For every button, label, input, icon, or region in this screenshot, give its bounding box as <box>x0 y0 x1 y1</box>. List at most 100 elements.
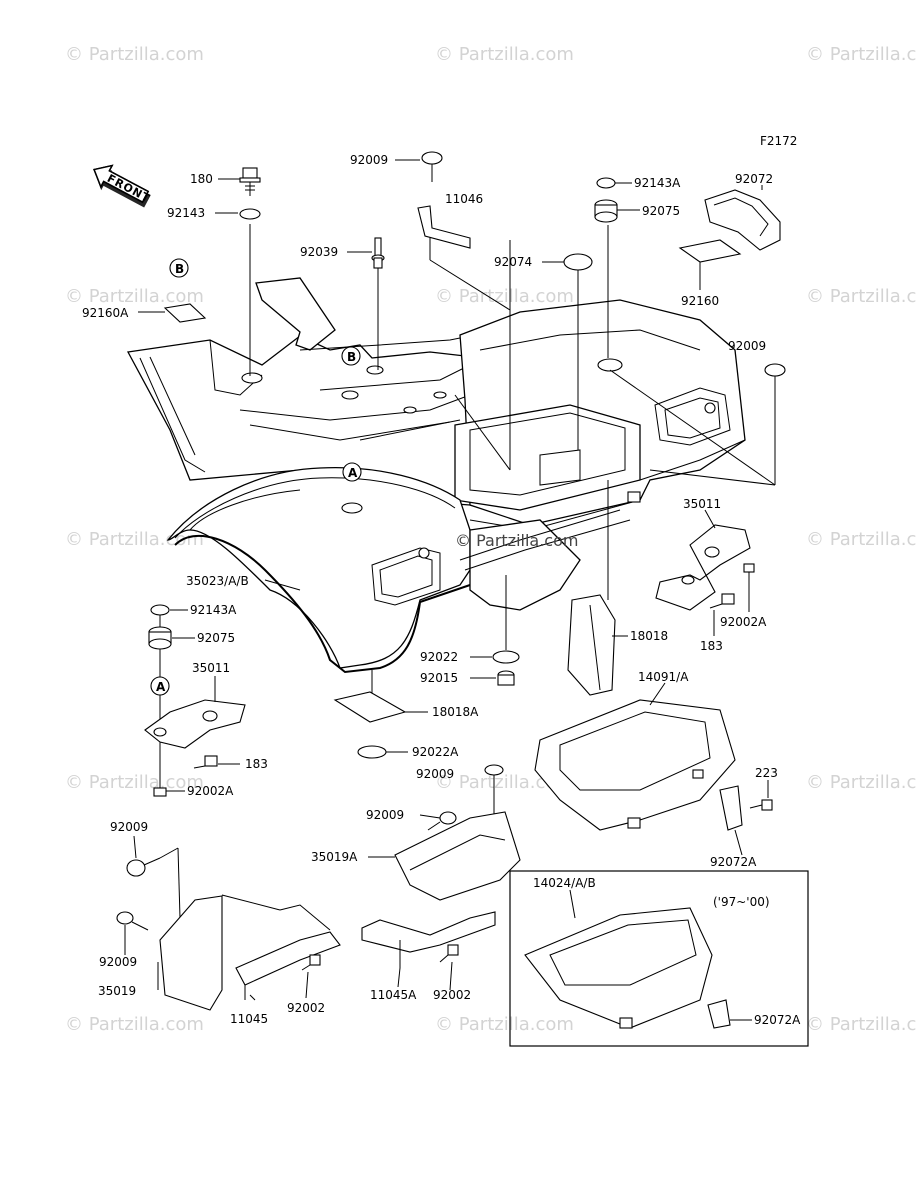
watermark: © Partzilla.com <box>435 1014 574 1035</box>
part-label-14024: 14024/A/B <box>533 876 596 890</box>
part-number-labels: 180 92143 92160A 92009 11046 92039 92143… <box>82 153 801 1027</box>
part-label-92072a-right: 92072A <box>710 855 757 869</box>
bolt-92009-top <box>421 151 443 182</box>
bolt-183-left <box>193 755 218 769</box>
svg-text:A: A <box>348 466 358 480</box>
watermark: © Partzilla.com <box>435 44 574 65</box>
watermark-center: © Partzilla.com <box>455 531 578 550</box>
bolt-92002a-left <box>153 770 167 797</box>
bracket-11045a <box>361 911 496 968</box>
figure-code: F2172 <box>760 134 797 148</box>
watermark: © Partzilla.com <box>435 286 574 307</box>
watermark-layer: © Partzilla.com © Partzilla.com © Partzi… <box>65 44 916 1035</box>
model-note: ('97~'00) <box>713 895 770 909</box>
screw-223 <box>749 799 773 811</box>
part-label-92160a: 92160A <box>82 306 129 320</box>
flap-35019a <box>394 811 521 901</box>
watermark: © Partzilla.com <box>65 772 204 793</box>
part-label-92022: 92022 <box>420 650 458 664</box>
part-label-18018: 18018 <box>630 629 668 643</box>
watermark: © Partzilla.com <box>806 286 916 307</box>
part-label-183-left: 183 <box>245 757 268 771</box>
watermark: © Partzilla.com <box>806 772 916 793</box>
grommet-92143a-top <box>596 177 616 189</box>
toolbox-cover-14091 <box>534 699 736 831</box>
grommet-92075-left <box>148 626 172 650</box>
bracket-18018 <box>567 594 616 696</box>
part-label-92022a: 92022A <box>412 745 459 759</box>
grommet-92022a <box>357 745 387 759</box>
pad-92160 <box>678 239 742 263</box>
part-label-92009-mid: 92009 <box>416 767 454 781</box>
part-label-92075-left: 92075 <box>197 631 235 645</box>
part-label-92072a-box: 92072A <box>754 1013 801 1027</box>
circle-ref-a-fender: A <box>342 462 362 482</box>
svg-text:B: B <box>175 262 184 276</box>
watermark: © Partzilla.com <box>65 286 204 307</box>
part-label-18018a: 18018A <box>432 705 479 719</box>
watermark: © Partzilla.com <box>806 1014 916 1035</box>
part-label-92015: 92015 <box>420 671 458 685</box>
part-label-35011-right: 35011 <box>683 497 721 511</box>
watermark: © Partzilla.com <box>435 772 574 793</box>
part-label-92143a-top: 92143A <box>634 176 681 190</box>
watermark: © Partzilla.com <box>806 44 916 65</box>
grommet-92143a-left <box>150 604 170 616</box>
part-label-183-right: 183 <box>700 639 723 653</box>
part-label-92143: 92143 <box>167 206 205 220</box>
bracket-11045 <box>221 894 341 1000</box>
part-label-92002-c: 92002 <box>433 988 471 1002</box>
flap-35019 <box>159 895 223 1011</box>
part-label-92074: 92074 <box>494 255 532 269</box>
strap-92072a-right <box>719 785 743 831</box>
part-label-92009-right: 92009 <box>728 339 766 353</box>
bolt-183-right <box>709 593 735 609</box>
part-label-35019: 35019 <box>98 984 136 998</box>
label-leaders <box>124 159 769 1021</box>
part-label-92009-c1: 92009 <box>366 808 404 822</box>
part-label-92009-l2: 92009 <box>99 955 137 969</box>
rear-fender-assembly <box>126 277 746 674</box>
part-label-11046: 11046 <box>445 192 483 206</box>
strap-92072 <box>704 189 781 251</box>
part-label-92002a-right: 92002A <box>720 615 767 629</box>
part-label-92075-top: 92075 <box>642 204 680 218</box>
part-label-35023: 35023/A/B <box>186 574 249 588</box>
part-label-92160: 92160 <box>681 294 719 308</box>
front-arrow-icon: FRONT <box>93 164 153 208</box>
bolt-92009-right <box>764 363 786 398</box>
bracket-35011-left <box>144 699 246 749</box>
pad-92160a <box>163 303 207 323</box>
circle-ref-a-bracket: A <box>150 676 170 696</box>
bolt-92009-mid <box>484 764 504 792</box>
part-label-11045a: 11045A <box>370 988 417 1002</box>
part-label-92072: 92072 <box>735 172 773 186</box>
bolt-92002-l <box>301 954 321 971</box>
part-label-35011-left: 35011 <box>192 661 230 675</box>
bolt-92002a-right <box>743 563 755 590</box>
watermark: © Partzilla.com <box>65 44 204 65</box>
circle-ref-b-upper: B <box>169 258 189 278</box>
inset-box-97-00: ('97~'00) <box>509 870 809 1047</box>
watermark: © Partzilla.com <box>806 529 916 550</box>
bracket-11046 <box>417 205 471 249</box>
watermark: © Partzilla.com <box>65 529 204 550</box>
part-label-35019a: 35019A <box>311 850 358 864</box>
part-label-92009-top: 92009 <box>350 153 388 167</box>
bolt-92009-l2 <box>116 911 149 931</box>
part-label-92009-l1: 92009 <box>110 820 148 834</box>
collar-92015 <box>497 670 515 686</box>
part-label-92039: 92039 <box>300 245 338 259</box>
watermark: © Partzilla.com <box>65 1014 204 1035</box>
bolt-92002-c <box>439 944 459 963</box>
grommet-92022 <box>492 650 520 664</box>
cap-92074 <box>563 253 593 271</box>
pin-92039 <box>371 237 385 269</box>
part-label-92002a-left: 92002A <box>187 784 234 798</box>
part-label-92143a-left: 92143A <box>190 603 237 617</box>
part-label-92002-l: 92002 <box>287 1001 325 1015</box>
part-label-180: 180 <box>190 172 213 186</box>
bracket-35011-right <box>655 524 751 611</box>
part-label-14091: 14091/A <box>638 670 689 684</box>
